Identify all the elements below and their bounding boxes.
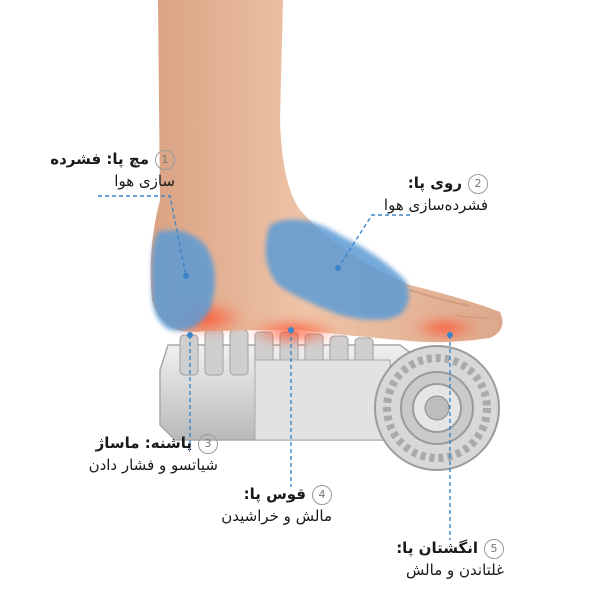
- callout-description: سازی هوا: [114, 172, 175, 190]
- number-badge: 2: [468, 173, 488, 194]
- callout-title: انگشتان پا:: [396, 539, 478, 557]
- number-badge: 4: [312, 484, 332, 505]
- callout-description: مالش و خراشیدن: [221, 507, 332, 525]
- callout-toes: 5 انگشتان پا: غلتاندن و مالش: [396, 537, 504, 581]
- callout-description: فشرده‌سازی هوا: [383, 196, 488, 214]
- callout-title: پاشنه: ماساژ: [95, 434, 192, 452]
- number-badge: 1: [155, 149, 175, 170]
- callout-instep: 2 روی پا: فشرده‌سازی هوا: [384, 172, 488, 216]
- number-badge: 3: [198, 433, 218, 454]
- leader-line-1: [98, 195, 187, 277]
- callout-title: قوس پا:: [243, 485, 306, 503]
- callout-arch: 4 قوس پا: مالش و خراشیدن: [221, 483, 332, 527]
- callout-description: شیاتسو و فشار دادن: [88, 456, 218, 474]
- toe-roller: [374, 345, 500, 471]
- callout-title: روی پا:: [407, 174, 462, 192]
- callout-heel: 3 پاشنه: ماساژ شیاتسو و فشار دادن: [89, 432, 218, 476]
- callout-description: غلتاندن و مالش: [405, 561, 504, 579]
- leader-line-2: [337, 214, 410, 269]
- number-badge: 5: [484, 538, 504, 559]
- leader-lines: [98, 195, 453, 540]
- foot-illustration: [150, 0, 503, 343]
- callout-ankle: 1 مچ پا: فشرده سازی هوا: [50, 148, 175, 192]
- callout-title: مچ پا: فشرده: [50, 150, 149, 168]
